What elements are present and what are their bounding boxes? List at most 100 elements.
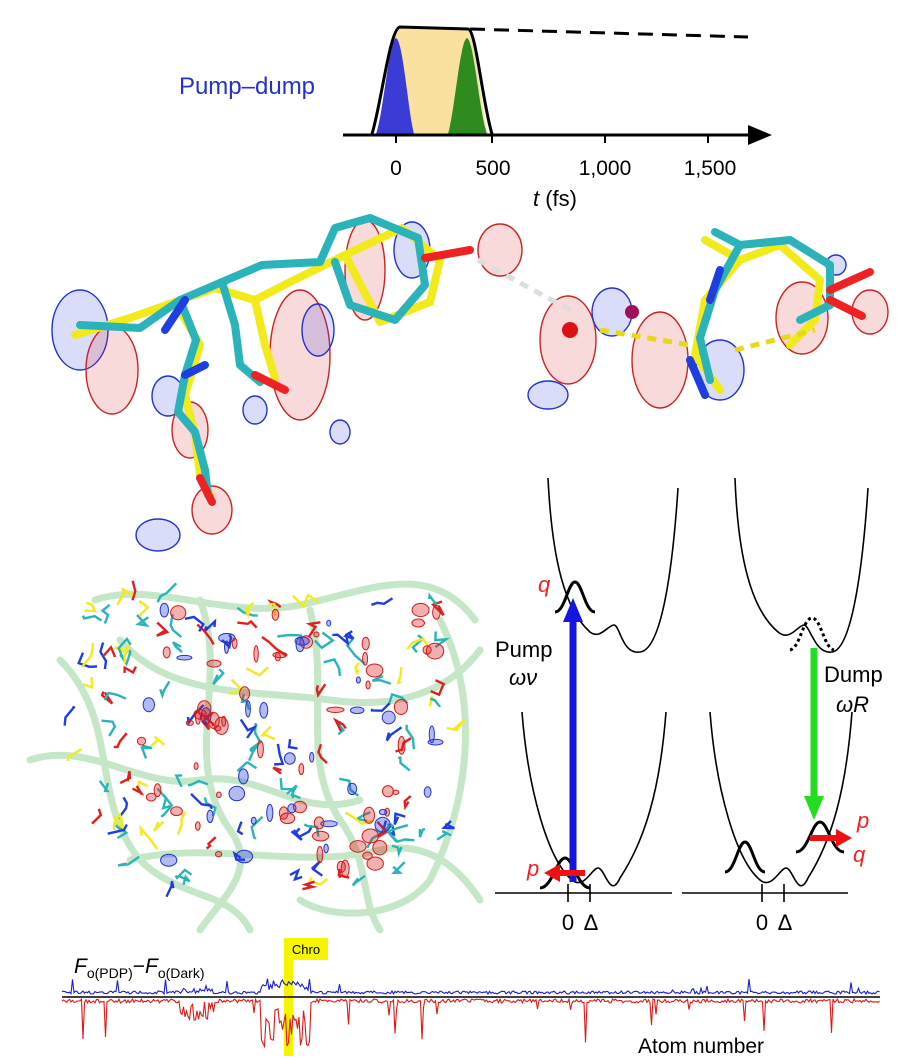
negative-density-blob <box>316 846 324 864</box>
negative-density-blob <box>313 631 320 638</box>
chromophore-structure-panel <box>51 214 889 552</box>
side-chain <box>339 777 360 797</box>
time-unit: (fs) <box>545 186 577 211</box>
side-chain <box>272 766 282 775</box>
positive-density-blob <box>238 768 249 785</box>
side-chain <box>428 696 434 708</box>
positive-density-blob <box>427 738 444 746</box>
positive-density-blob <box>283 752 296 765</box>
positive-density-blob <box>245 700 251 718</box>
ribbon-strand <box>296 616 469 917</box>
negative-density-blob <box>361 636 370 651</box>
positive-density-blob <box>320 820 338 828</box>
chro-label: Chro <box>292 942 320 957</box>
side-chain <box>430 679 446 697</box>
side-chain <box>117 796 129 820</box>
negative-density-blob <box>279 812 296 825</box>
side-chain <box>343 630 355 640</box>
negative-density-blob <box>362 851 373 860</box>
oxygen-bond <box>826 296 866 320</box>
positive-density-blob <box>266 803 274 822</box>
positive-density-blob <box>381 710 396 725</box>
side-chain <box>135 614 150 628</box>
side-chain <box>84 601 97 613</box>
side-chain <box>229 678 244 695</box>
side-chain <box>123 648 130 664</box>
side-chain <box>289 868 303 882</box>
nitrogen-bond <box>161 296 189 334</box>
negative-density-blob <box>197 700 212 718</box>
pump-pulse <box>376 38 414 134</box>
side-chain <box>237 619 258 629</box>
negative-density-blob <box>136 736 147 746</box>
time-var: t <box>533 186 540 211</box>
side-chain <box>159 680 171 699</box>
side-chain <box>305 621 321 638</box>
blue-density <box>329 419 351 445</box>
negative-density-blob <box>366 856 384 871</box>
negative-density-blob <box>153 783 162 798</box>
wavepacket-dumped-right <box>795 820 845 854</box>
positive-density-blob <box>295 637 305 653</box>
side-chain <box>66 748 82 762</box>
negative-density-blob <box>432 605 441 620</box>
positive-density-blob <box>160 853 178 867</box>
difference-formula: Fo(PDP)−Fo(Dark) <box>74 955 205 981</box>
positive-density-blob <box>294 636 310 646</box>
positive-density-blob <box>378 808 388 816</box>
side-chain <box>114 824 129 840</box>
negative-density-blob <box>411 602 430 618</box>
side-chain <box>190 793 213 810</box>
difference-trace-panel: Chro Fo(PDP)−Fo(Dark) Atom number <box>61 938 880 1058</box>
negative-density-blob <box>312 830 330 842</box>
side-chain <box>436 830 452 841</box>
pdp-model-sticks <box>76 214 834 499</box>
atom-number-label: Atom number <box>638 1035 764 1058</box>
side-chain <box>107 823 128 835</box>
negative-density-blob <box>207 712 220 729</box>
momentum-arrowhead-left <box>544 864 560 882</box>
side-chain <box>100 691 114 705</box>
positive-density-blob <box>326 619 332 627</box>
side-chain <box>236 821 244 836</box>
side-chain <box>172 641 183 654</box>
side-chain <box>398 756 411 772</box>
water-oxygen <box>625 305 639 319</box>
energy-diagram-panel <box>495 477 869 902</box>
side-chain <box>391 861 406 875</box>
side-chain <box>117 637 132 660</box>
side-chain <box>205 836 217 850</box>
side-chain <box>411 634 425 654</box>
side-chain <box>176 811 187 835</box>
delta-mark-right: Δ <box>778 910 793 935</box>
positive-density-blob <box>259 702 269 719</box>
negative-density-blob <box>411 618 426 628</box>
side-chain <box>277 633 303 638</box>
ribbon-strand <box>126 844 484 904</box>
side-chain <box>174 868 193 880</box>
negative-density-blob <box>221 715 227 727</box>
pulse-timing-panel: 0 500 1,000 1,500 t (fs) Pump–dump <box>179 25 772 211</box>
side-chain <box>313 631 335 650</box>
decay-dashed-line <box>469 27 749 39</box>
positive-density-blob <box>176 654 193 661</box>
side-chain <box>178 874 191 886</box>
side-chain <box>430 600 445 617</box>
side-chain <box>156 787 171 810</box>
side-chain <box>427 592 438 605</box>
negative-density-blob <box>298 763 305 776</box>
positive-density-blob <box>287 803 297 814</box>
side-chain <box>201 711 214 731</box>
side-chain <box>100 603 111 624</box>
tick-label-1500: 1,500 <box>684 157 737 180</box>
side-chain <box>274 743 285 766</box>
formula-sub1: o(PDP) <box>87 965 133 981</box>
side-chain <box>112 812 125 831</box>
negative-density-blob <box>362 651 369 666</box>
side-chain <box>119 770 132 785</box>
water-oxygen <box>562 322 578 338</box>
ground-pes-right <box>709 711 853 887</box>
formula-sub2: o(Dark) <box>158 965 205 981</box>
side-chain <box>160 794 174 818</box>
side-chain <box>187 779 209 787</box>
